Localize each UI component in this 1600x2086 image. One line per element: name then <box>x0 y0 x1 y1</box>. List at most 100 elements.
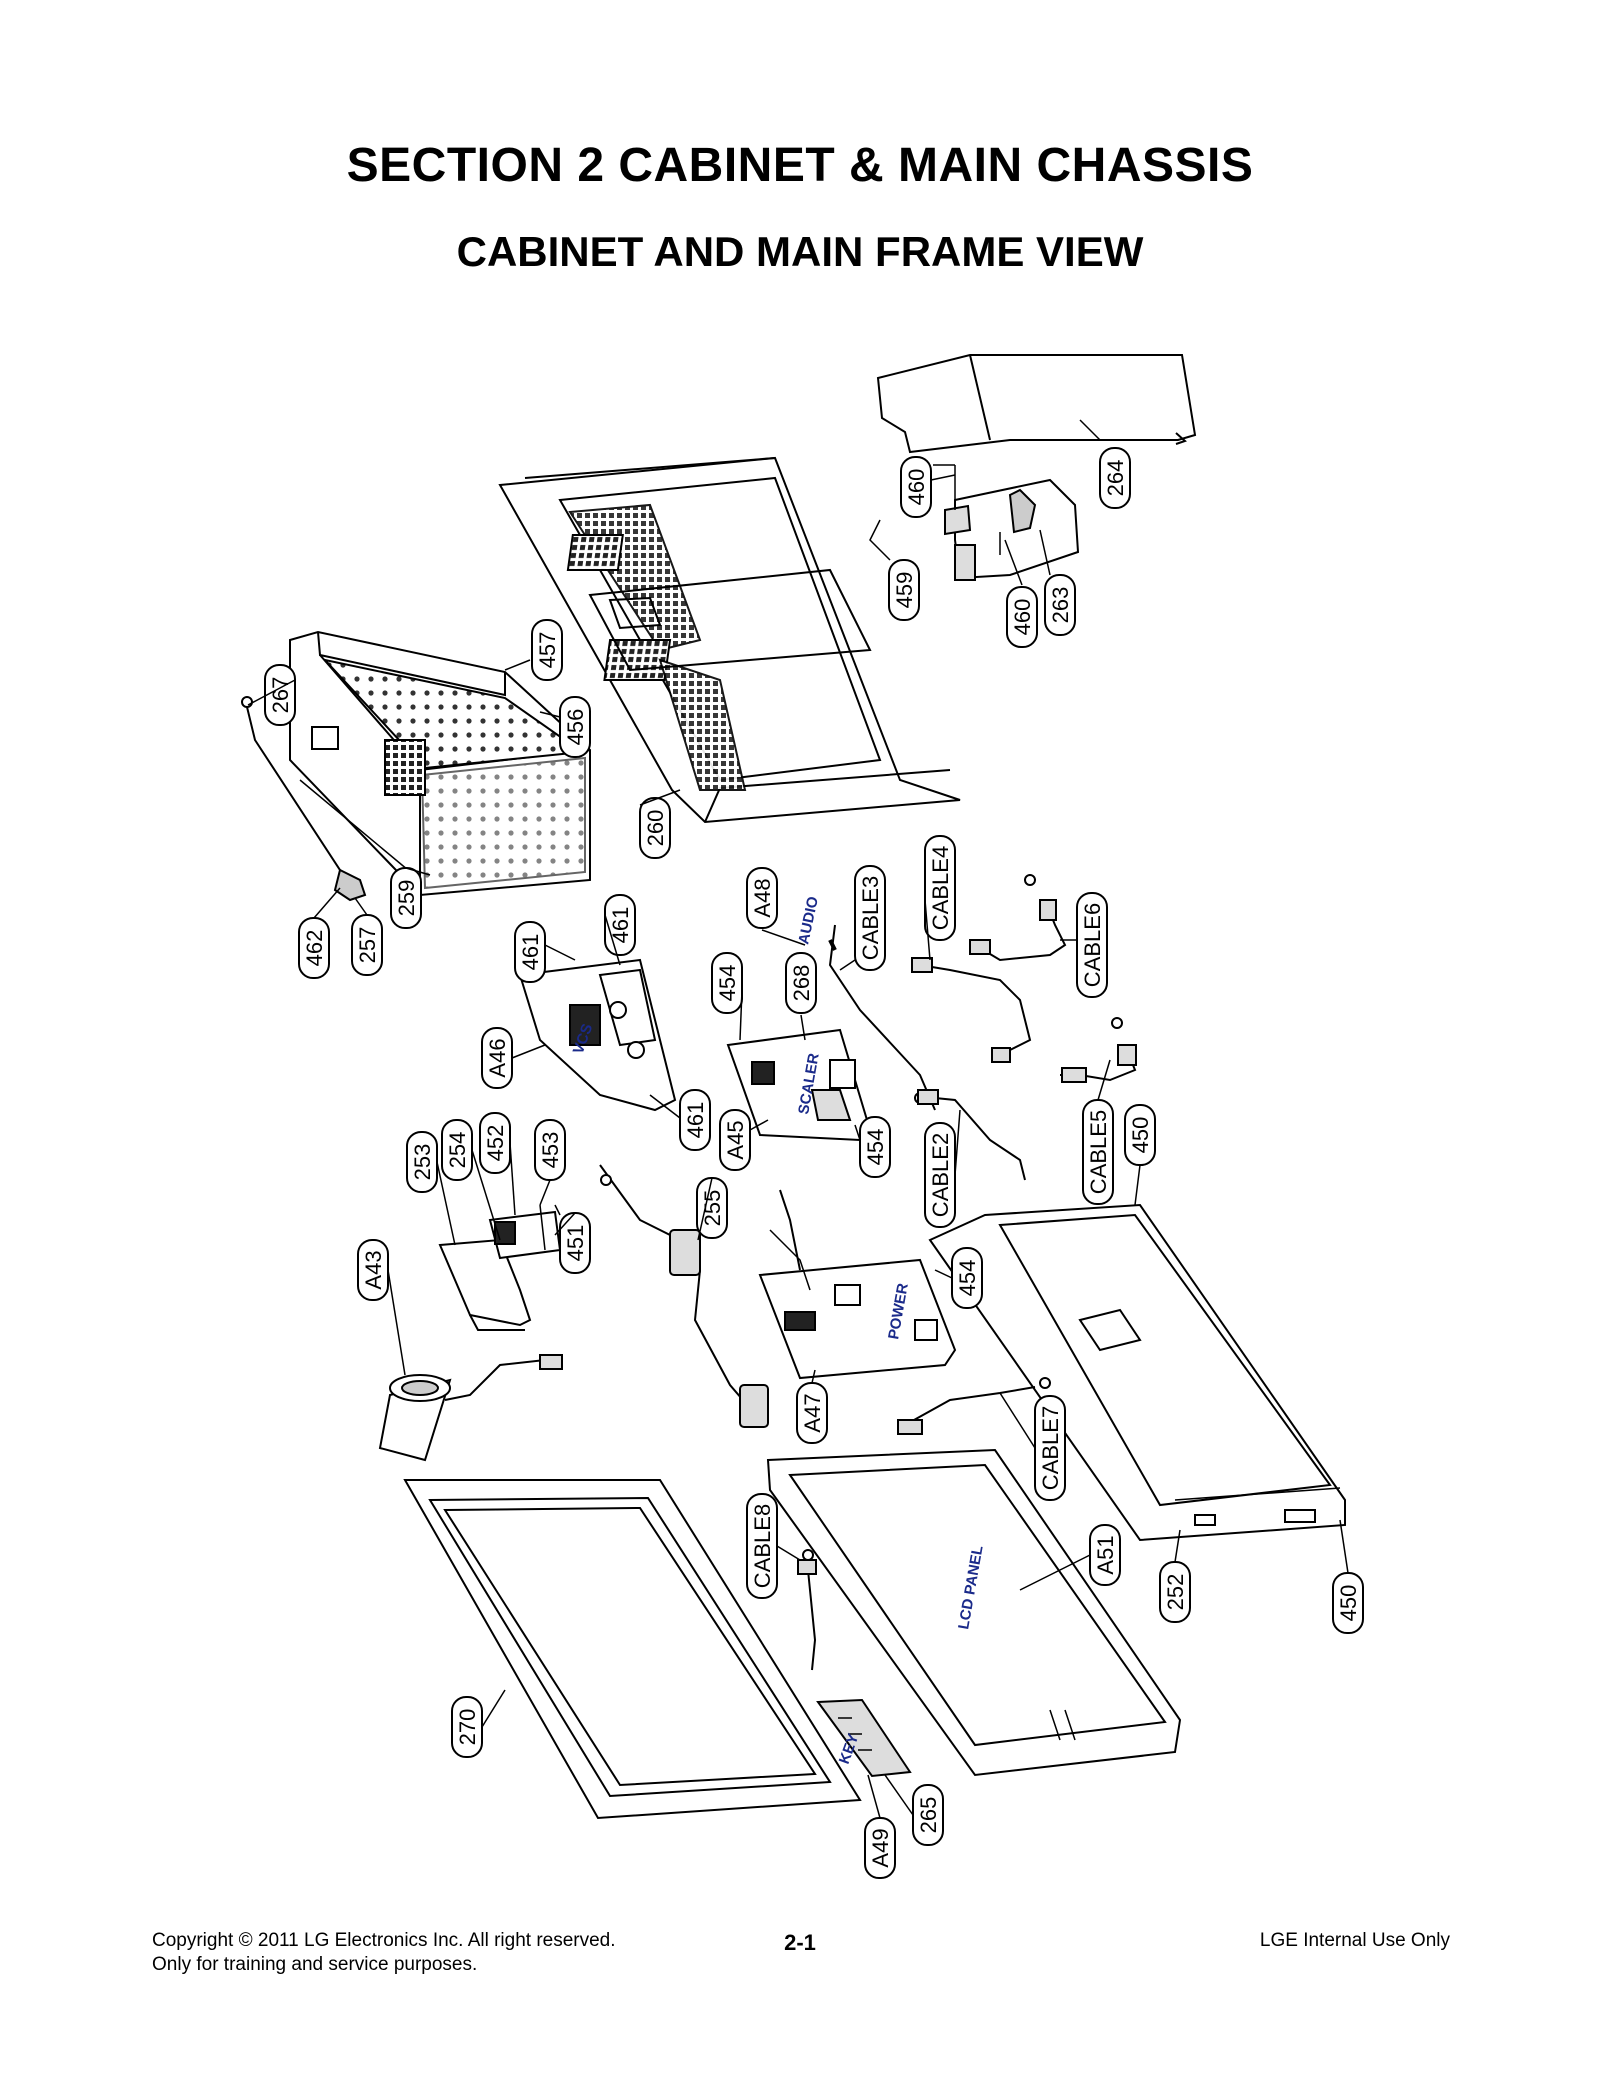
svg-text:CABLE4: CABLE4 <box>928 846 953 930</box>
callout-A46: A46 <box>481 1027 513 1089</box>
svg-text:452: 452 <box>483 1125 508 1162</box>
callout-A51: A51 <box>1089 1524 1121 1586</box>
part-cable3 <box>828 924 936 1111</box>
callout-255: 255 <box>696 1177 728 1239</box>
svg-text:CABLE7: CABLE7 <box>1038 1406 1063 1490</box>
callout-270: 270 <box>451 1696 483 1758</box>
svg-text:270: 270 <box>455 1709 480 1746</box>
footer-copyright: Copyright © 2011 LG Electronics Inc. All… <box>152 1930 616 1951</box>
page-number: 2-1 <box>784 1930 816 1955</box>
svg-text:259: 259 <box>394 880 419 917</box>
callout-A48: A48 <box>746 867 778 929</box>
part-A45-scaler-board <box>726 1028 872 1142</box>
svg-text:CABLE2: CABLE2 <box>928 1133 953 1217</box>
part-265-key-board <box>816 1698 912 1778</box>
callout-A47: A47 <box>796 1382 828 1444</box>
svg-text:454: 454 <box>863 1129 888 1166</box>
svg-text:253: 253 <box>410 1144 435 1181</box>
callout-462: 462 <box>298 917 330 979</box>
svg-text:CABLE8: CABLE8 <box>750 1504 775 1588</box>
svg-text:453: 453 <box>538 1132 563 1169</box>
part-264-top-cover <box>876 354 1197 454</box>
callout-cable7: CABLE7 <box>1034 1395 1066 1501</box>
part-257-ferrite-cable <box>241 696 367 902</box>
callout-451: 451 <box>559 1212 591 1274</box>
section-title: SECTION 2 CABINET & MAIN CHASSIS <box>346 139 1254 192</box>
part-A47-power-board <box>758 1189 957 1380</box>
svg-text:A46: A46 <box>485 1038 510 1077</box>
part-cable6 <box>969 874 1067 962</box>
callout-460-top: 460 <box>900 456 932 518</box>
callout-264: 264 <box>1099 447 1131 509</box>
callout-454-lower: 454 <box>951 1247 983 1309</box>
callout-257: 257 <box>351 914 383 976</box>
callout-461-lower: 461 <box>679 1089 711 1151</box>
footer-internal-use: LGE Internal Use Only <box>1259 1930 1450 1951</box>
part-cable4 <box>911 957 1032 1063</box>
view-title: CABINET AND MAIN FRAME VIEW <box>456 228 1144 275</box>
svg-text:457: 457 <box>535 632 560 669</box>
callout-456: 456 <box>559 696 591 758</box>
callout-457: 457 <box>531 619 563 681</box>
footer-training-note: Only for training and service purposes. <box>152 1954 478 1975</box>
callout-461-left: 461 <box>514 921 546 983</box>
callout-453: 453 <box>534 1119 566 1181</box>
callout-A49: A49 <box>864 1817 896 1879</box>
svg-text:257: 257 <box>355 927 380 964</box>
callout-263: 263 <box>1044 574 1076 636</box>
callout-labels: 264 460 460 263 459 457 456 267 260 259 … <box>264 447 1364 1879</box>
callout-cable2: CABLE2 <box>924 1122 956 1228</box>
callout-265: 265 <box>912 1784 944 1846</box>
svg-text:456: 456 <box>563 709 588 746</box>
svg-text:461: 461 <box>518 934 543 971</box>
callout-cable6: CABLE6 <box>1076 892 1108 998</box>
part-270-front-bezel <box>403 1479 862 1820</box>
svg-text:A49: A49 <box>868 1828 893 1867</box>
callout-452: 452 <box>479 1112 511 1174</box>
callout-459: 459 <box>888 559 920 621</box>
callout-A43: A43 <box>357 1239 389 1301</box>
part-259-shield-case <box>289 630 591 897</box>
svg-text:461: 461 <box>683 1102 708 1139</box>
svg-text:255: 255 <box>700 1190 725 1227</box>
callout-460-bottom: 460 <box>1006 586 1038 648</box>
svg-text:450: 450 <box>1128 1117 1153 1154</box>
svg-text:252: 252 <box>1163 1574 1188 1611</box>
callout-454-upper: 454 <box>711 952 743 1014</box>
svg-text:A43: A43 <box>361 1250 386 1289</box>
callout-267: 267 <box>264 664 296 726</box>
callout-268: 268 <box>785 952 817 1014</box>
callout-259: 259 <box>390 867 422 929</box>
callout-254: 254 <box>441 1119 473 1181</box>
svg-text:A47: A47 <box>800 1393 825 1432</box>
svg-text:263: 263 <box>1048 587 1073 624</box>
callout-cable4: CABLE4 <box>924 835 956 941</box>
callout-A45: A45 <box>719 1109 751 1171</box>
svg-text:CABLE6: CABLE6 <box>1080 903 1105 987</box>
svg-text:254: 254 <box>445 1132 470 1169</box>
callout-450-upper: 450 <box>1124 1104 1156 1166</box>
part-cable7 <box>897 1377 1051 1435</box>
part-cable8 <box>797 1549 817 1671</box>
part-A51-lcd-panel <box>766 1448 1182 1777</box>
svg-text:267: 267 <box>268 677 293 714</box>
callout-461-right: 461 <box>604 894 636 956</box>
svg-text:460: 460 <box>1010 599 1035 636</box>
svg-text:451: 451 <box>563 1225 588 1262</box>
part-253-stand-bracket <box>438 1204 562 1331</box>
callout-450-lower: 450 <box>1332 1572 1364 1634</box>
part-A43-camera <box>378 1354 563 1462</box>
callout-cable3: CABLE3 <box>854 865 886 971</box>
part-255-speakers <box>599 1164 769 1428</box>
svg-text:CABLE5: CABLE5 <box>1086 1110 1111 1194</box>
svg-text:462: 462 <box>302 930 327 967</box>
part-cable2 <box>914 1089 1026 1181</box>
svg-text:454: 454 <box>955 1260 980 1297</box>
svg-text:A51: A51 <box>1093 1535 1118 1574</box>
callout-260: 260 <box>639 797 671 859</box>
svg-text:460: 460 <box>904 469 929 506</box>
svg-text:CABLE3: CABLE3 <box>858 876 883 960</box>
svg-text:268: 268 <box>789 965 814 1002</box>
part-263-bracket <box>933 464 1080 581</box>
